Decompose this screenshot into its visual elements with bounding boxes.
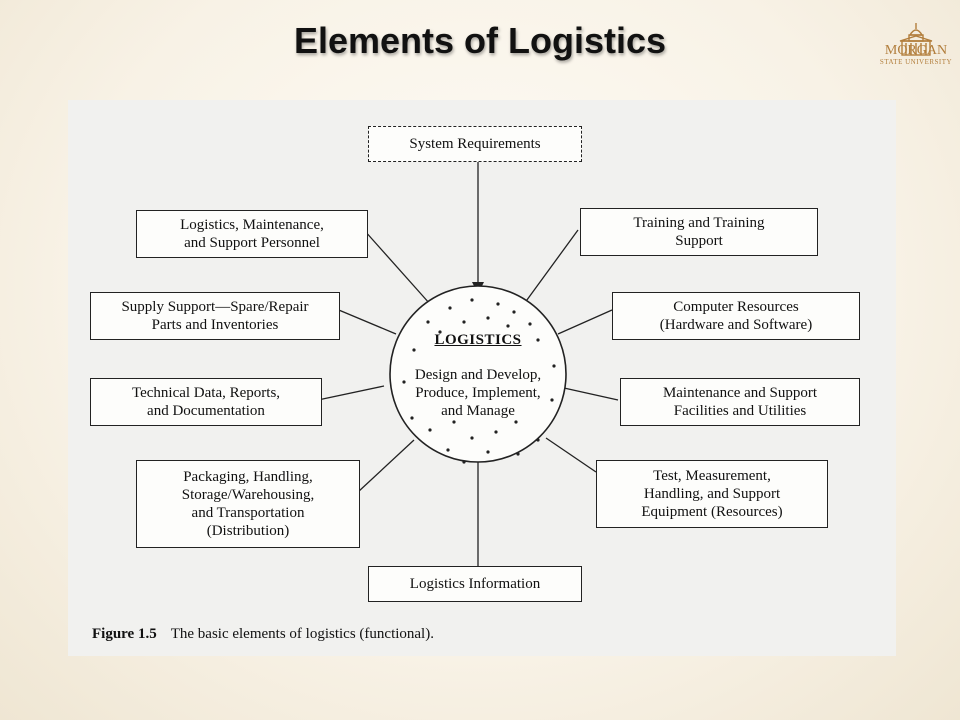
supply-support-box: Supply Support—Spare/Repair Parts and In… — [90, 292, 340, 340]
technical-data-box: Technical Data, Reports, and Documentati… — [90, 378, 322, 426]
computer-resources-box: Computer Resources (Hardware and Softwar… — [612, 292, 860, 340]
figure-caption: Figure 1.5 The basic elements of logistic… — [92, 626, 434, 643]
caption-text: The basic elements of logistics (functio… — [170, 626, 434, 642]
logistics-circle — [389, 285, 567, 463]
packaging-box: Packaging, Handling, Storage/Warehousing… — [136, 460, 360, 548]
circle-dots — [402, 298, 556, 464]
center-title: LOGISTICS — [434, 332, 522, 348]
logo-name: MORGAN — [884, 43, 948, 58]
test-equipment-box: Test, Measurement, Handling, and Support… — [596, 460, 828, 528]
system-requirements-box: System Requirements — [368, 126, 582, 162]
caption-label: Figure 1.5 — [92, 626, 157, 642]
center-body: Design and Develop, Produce, Implement, … — [414, 367, 542, 419]
maintenance-facilities-box: Maintenance and Support Facilities and U… — [620, 378, 860, 426]
personnel-box: Logistics, Maintenance, and Support Pers… — [136, 210, 368, 258]
figure: System Requirements Logistics, Maintenan… — [68, 100, 896, 656]
logo-subtitle: STATE UNIVERSITY — [879, 58, 953, 66]
training-box: Training and Training Support — [580, 208, 818, 256]
university-logo-icon — [899, 23, 933, 56]
connector-lines — [317, 162, 619, 566]
logistics-information-box: Logistics Information — [368, 566, 582, 602]
slide-title: Elements of Logistics — [293, 20, 667, 61]
